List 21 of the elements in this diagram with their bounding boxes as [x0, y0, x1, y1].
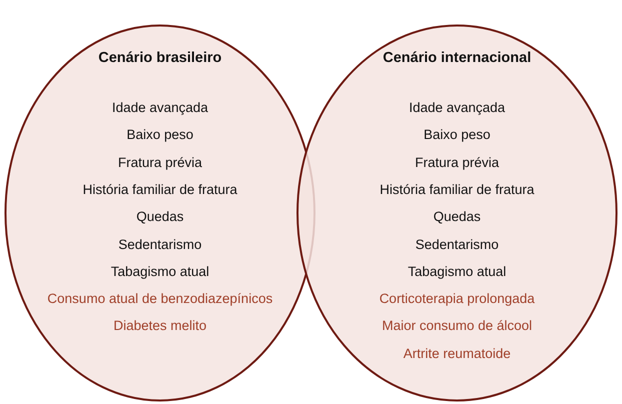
list-item: História familiar de fratura [82, 182, 238, 197]
list-item: Consumo atual de benzodiazepínicos [47, 291, 273, 306]
list-item: Baixo peso [126, 127, 194, 142]
list-item: Sedentarismo [118, 236, 202, 252]
list-item: Tabagismo atual [110, 264, 210, 279]
list-item: Baixo peso [424, 127, 490, 142]
list-item: Fratura prévia [118, 154, 202, 170]
list-item: Artrite reumatoide [403, 346, 511, 361]
list-item: Idade avançada [408, 100, 506, 115]
list-item: Quedas [136, 209, 184, 224]
list-item: Idade avançada [112, 100, 208, 115]
list-item: Tabagismo atual [408, 264, 506, 279]
heading: Cenário internacional [382, 50, 532, 66]
list-item: Quedas [433, 209, 481, 224]
list-item: Corticoterapia prolongada [379, 291, 535, 306]
list-item: Maior consumo de álcool [382, 318, 532, 334]
list-item: Diabetes melito [113, 318, 207, 334]
list-item: História familiar de fratura [380, 182, 534, 197]
list-item: Fratura prévia [414, 154, 500, 170]
heading: Cenário brasileiro [98, 50, 222, 66]
list-item: Sedentarismo [415, 236, 499, 252]
